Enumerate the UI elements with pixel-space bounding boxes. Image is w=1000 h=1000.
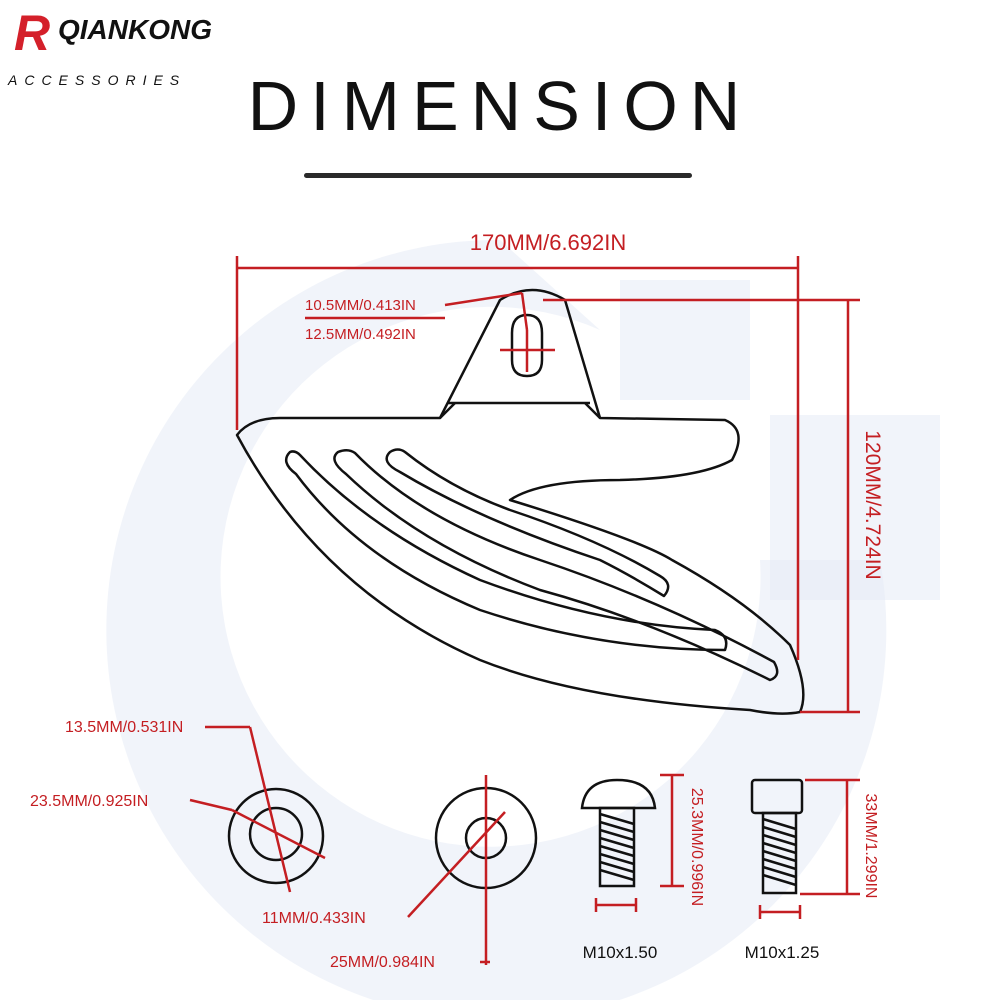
washer-large-dims	[407, 775, 506, 965]
dimension-lines	[235, 256, 860, 714]
title-divider	[304, 173, 692, 178]
overall-width-label: 170MM/6.692IN	[470, 230, 627, 255]
washer-small-inner-label: 13.5MM/0.531IN	[65, 719, 183, 736]
bolt-1-dims	[594, 773, 684, 912]
slot-length-label: 12.5MM/0.492IN	[305, 326, 416, 343]
washer-large-outer-label: 25MM/0.984IN	[330, 954, 435, 971]
guard-body	[235, 288, 805, 715]
vent-slot-3	[385, 448, 670, 598]
bolt-button-head	[580, 778, 657, 888]
bolt-1-length-label: 25.3MM/0.996IN	[688, 788, 705, 906]
guard-outline	[235, 288, 805, 715]
washer-small	[227, 787, 325, 885]
slot-width-label: 10.5MM/0.413IN	[305, 297, 416, 314]
mount-slot	[510, 313, 544, 378]
bolt-2-length-label: 33MM/1.299IN	[862, 794, 879, 899]
washer-small-dims	[189, 725, 326, 893]
brand-tagline: ACCESSORIES	[8, 72, 187, 88]
vent-slot-1	[284, 450, 728, 652]
bolt-1-thread-label: M10x1.50	[583, 943, 658, 962]
brand-initial: R	[14, 5, 51, 61]
washer-large-inner-label: 11MM/0.433IN	[262, 910, 366, 927]
bolt-socket-head	[750, 778, 804, 895]
washer-small-outer-label: 23.5MM/0.925IN	[30, 793, 148, 810]
overall-height-label: 120MM/4.724IN	[861, 430, 884, 579]
bolt-2-dims	[758, 778, 860, 919]
brand-logo: R QIANKONG ACCESSORIES	[8, 5, 278, 106]
brand-name: QIANKONG	[58, 14, 212, 45]
vent-slot-2	[333, 449, 779, 682]
mount-tab-edge	[439, 402, 601, 419]
page-title: DIMENSION	[247, 67, 753, 145]
bolt-2-thread-label: M10x1.25	[745, 943, 820, 962]
